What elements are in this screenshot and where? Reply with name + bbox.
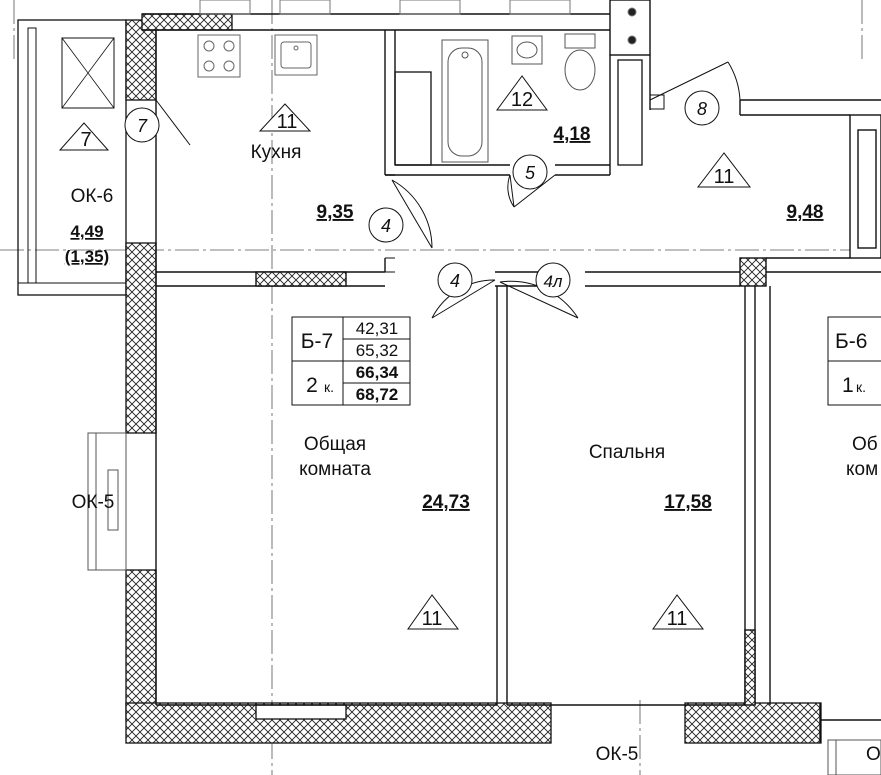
finish-tag-bedroom — [652, 594, 705, 630]
bath-cabinets — [394, 59, 643, 166]
finish-tag-hall — [696, 152, 752, 188]
bottom-right-window — [827, 739, 881, 775]
finish-tags — [58, 75, 752, 630]
bathtub-icon — [441, 39, 489, 163]
kitchen-area: 9,35 — [317, 202, 354, 223]
left-window — [87, 432, 127, 571]
window-bottom-label: ОК-5 — [596, 744, 639, 765]
door-marker-living — [437, 262, 473, 298]
svg-text:5: 5 — [525, 163, 536, 183]
window-left-label: ОК-5 — [72, 492, 115, 513]
finish-tag-bedroom-label: 11 — [667, 608, 688, 630]
apartment-rooms: 2 — [306, 374, 318, 397]
top-cabinets — [199, 0, 637, 45]
apartment-total-loggia: 66,34 — [356, 363, 399, 382]
door-marker-entry — [684, 90, 720, 126]
living-area: 24,73 — [422, 492, 470, 513]
finish-tag-loggia-label: 7 — [80, 129, 91, 151]
apartment-rooms-suffix: к. — [324, 379, 334, 395]
door-swings — [155, 61, 741, 319]
finish-tag-kitchen-label: 11 — [277, 111, 298, 133]
svg-text:8: 8 — [697, 99, 707, 119]
loggia-area-reduced: (1,35) — [65, 247, 109, 266]
finish-tag-bath-label: 12 — [511, 89, 533, 111]
kitchen-sink-icon — [274, 34, 318, 76]
finish-tag-hall-label: 11 — [714, 166, 735, 188]
neighbor-name-2: ком — [846, 459, 878, 480]
kitchen-name: Кухня — [251, 142, 302, 163]
svg-text:7: 7 — [137, 116, 148, 136]
apartment-living-area: 42,31 — [356, 319, 399, 338]
loggia-window: ОК-6 — [71, 186, 114, 207]
loggia-area: 4,49 — [70, 222, 103, 241]
door-marker-7 — [124, 107, 160, 143]
door-marker-bath — [512, 154, 548, 190]
finish-tag-loggia — [58, 122, 110, 151]
door-marker-bedroom — [535, 262, 571, 298]
bedroom-name: Спальня — [589, 442, 665, 463]
apartment-info-table: Б-7 2 к. 42,31 65,32 66,34 68,72 — [291, 316, 411, 406]
neighbor-info-table: Б-6 1 к. — [827, 316, 881, 406]
bathroom-area: 4,18 — [554, 124, 591, 145]
apartment-total-area: 65,32 — [356, 341, 399, 360]
finish-tag-living-label: 11 — [422, 608, 443, 630]
living-name-2: комната — [299, 459, 371, 480]
neighbor-name-1: Об — [852, 434, 878, 455]
apartment-code: Б-7 — [301, 330, 333, 353]
exterior-walls — [125, 13, 822, 744]
finish-tag-living — [407, 594, 460, 630]
apartment-total-loggia-full: 68,72 — [356, 385, 399, 404]
stove-icon — [197, 34, 241, 78]
neighbor-code: Б-6 — [835, 330, 867, 353]
neighbor-rooms: 1 — [842, 374, 854, 397]
door-marker-kitchen — [368, 207, 404, 243]
finish-tag-bath — [496, 75, 548, 111]
neighbor-rooms-suffix: к. — [856, 379, 866, 395]
finish-tag-kitchen — [258, 103, 312, 132]
svg-text:4: 4 — [450, 271, 460, 291]
door-markers: 7 4 4 4л 5 8 — [124, 90, 720, 298]
window-bottom-right-label: О — [866, 744, 881, 765]
living-name-1: Общая — [304, 434, 366, 455]
svg-text:4: 4 — [381, 216, 391, 236]
hall-area: 9,48 — [787, 202, 824, 223]
svg-text:4л: 4л — [543, 272, 562, 291]
interior-walls — [142, 0, 881, 743]
bath-sink-icon — [511, 35, 543, 65]
bedroom-area: 17,58 — [664, 492, 712, 513]
toilet-icon — [564, 33, 596, 91]
